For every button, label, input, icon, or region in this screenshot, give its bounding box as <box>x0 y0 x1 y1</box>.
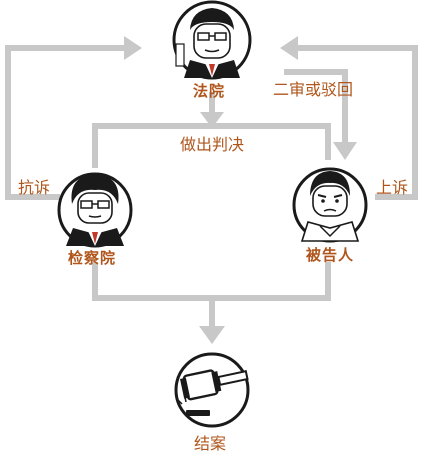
protest-label: 抗诉 <box>18 178 51 197</box>
second-instance-line <box>284 69 348 146</box>
protest-loop-line <box>5 45 130 200</box>
protest-arrowhead <box>124 36 142 60</box>
procuratorate-label: 检察院 <box>68 249 117 267</box>
appeal-label: 上诉 <box>376 178 409 197</box>
prosecutor-portrait <box>57 172 133 248</box>
second-instance-label: 二审或驳回 <box>273 80 354 99</box>
gavel-icon <box>174 352 250 428</box>
second-instance-arrowhead <box>333 142 357 160</box>
court-to-verdict-arrowhead <box>200 112 224 128</box>
appeal-loop-line <box>292 45 418 200</box>
defendant-label: 被告人 <box>306 246 355 264</box>
verdict-label: 做出判决 <box>180 135 245 154</box>
appeal-arrowhead <box>280 36 298 60</box>
closure-arrowhead <box>199 326 225 344</box>
defendant-portrait <box>292 167 368 243</box>
judge-portrait <box>172 0 252 80</box>
closure-label: 结案 <box>194 434 227 453</box>
court-label: 法院 <box>193 82 226 100</box>
closure-merge-line <box>92 262 331 301</box>
